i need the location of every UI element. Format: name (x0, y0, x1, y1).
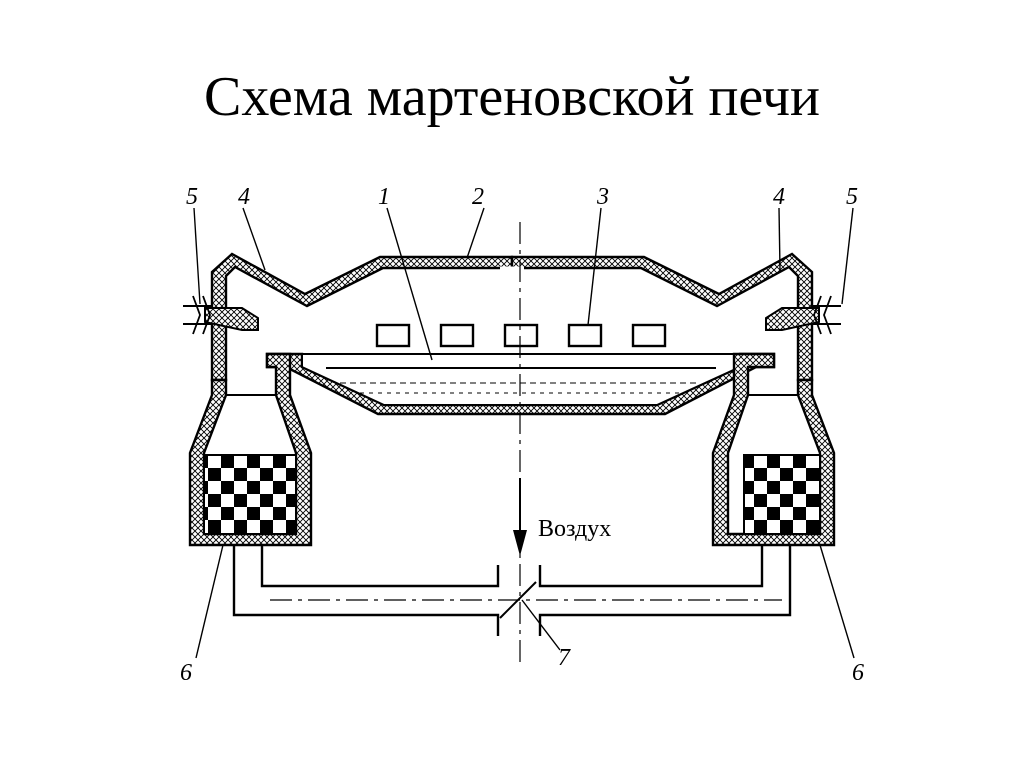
label-6-left: 6 (180, 660, 192, 686)
slide-title: Схема мартеновской печи (203, 66, 821, 128)
air-caption: Воздух (538, 516, 611, 542)
charging-windows (375, 323, 667, 348)
label-5-right: 5 (846, 184, 858, 210)
burner-right (765, 295, 841, 335)
label-6-right: 6 (852, 660, 864, 686)
label-7: 7 (558, 645, 571, 671)
label-4-right: 4 (773, 184, 785, 210)
flue-ducts (232, 545, 792, 636)
leader-lines (193, 207, 855, 659)
label-3: 3 (596, 184, 609, 210)
air-arrow (513, 478, 527, 556)
label-5-left: 5 (186, 184, 198, 210)
regenerator-left (188, 352, 313, 547)
burner-left (183, 295, 259, 335)
label-4-left: 4 (238, 184, 250, 210)
furnace-roof (210, 252, 814, 382)
regenerator-right (711, 352, 836, 547)
label-2: 2 (472, 184, 484, 210)
label-1: 1 (378, 184, 390, 210)
